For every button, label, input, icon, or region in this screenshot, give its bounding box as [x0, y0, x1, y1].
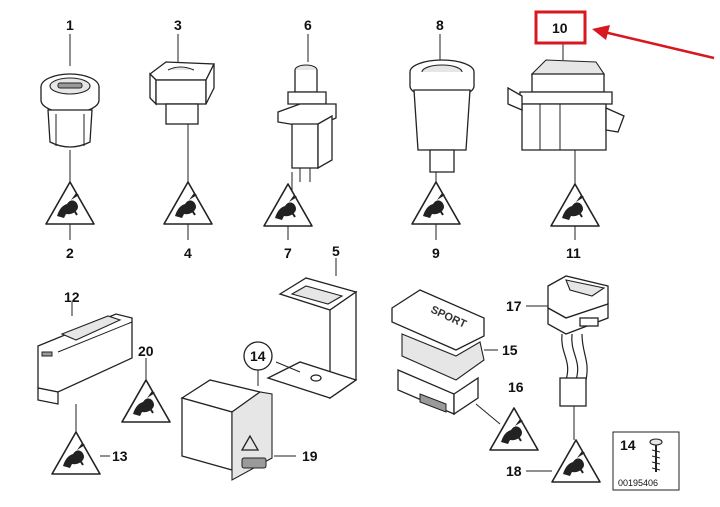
- callout-2: 2: [66, 245, 74, 261]
- part-5-bracket: [266, 258, 358, 400]
- part-3-rocker-switch: [149, 34, 216, 182]
- callout-19: 19: [302, 448, 318, 464]
- part-1-rotary-switch: [40, 34, 100, 182]
- callout-6: 6: [304, 17, 312, 33]
- highlight-box: [534, 10, 587, 45]
- callout-17: 17: [506, 298, 522, 314]
- callout-18: 18: [506, 463, 522, 479]
- callout-15: 15: [502, 342, 518, 358]
- callout-20: 20: [138, 343, 154, 359]
- callout-10: 10: [552, 20, 568, 36]
- part-8-push-button: [409, 34, 475, 184]
- callout-14-box: 14: [620, 437, 636, 453]
- callout-5: 5: [332, 243, 340, 259]
- callout-1: 1: [66, 17, 74, 33]
- diagram-number: 00195406: [618, 478, 658, 488]
- red-arrow-icon: [592, 25, 715, 60]
- callout-16: 16: [508, 379, 524, 395]
- part-19-hazard-switch: [180, 379, 296, 481]
- part-12-panel-switch: [37, 302, 133, 432]
- callout-9: 9: [432, 245, 440, 261]
- callout-8: 8: [436, 17, 444, 33]
- callout-3: 3: [174, 17, 182, 33]
- part-6-plunger-switch: [277, 34, 337, 210]
- callout-13: 13: [112, 448, 128, 464]
- part-17-switch-with-cable: [526, 275, 609, 440]
- callout-7: 7: [284, 245, 292, 261]
- part-10-switch: [507, 42, 625, 184]
- part-14-screw-box: [612, 431, 680, 491]
- callout-14: 14: [250, 348, 266, 364]
- callout-4: 4: [184, 245, 192, 261]
- callout-11: 11: [566, 245, 581, 261]
- callout-12: 12: [64, 289, 80, 305]
- part-15-sport-switch: SPORT: [391, 289, 501, 425]
